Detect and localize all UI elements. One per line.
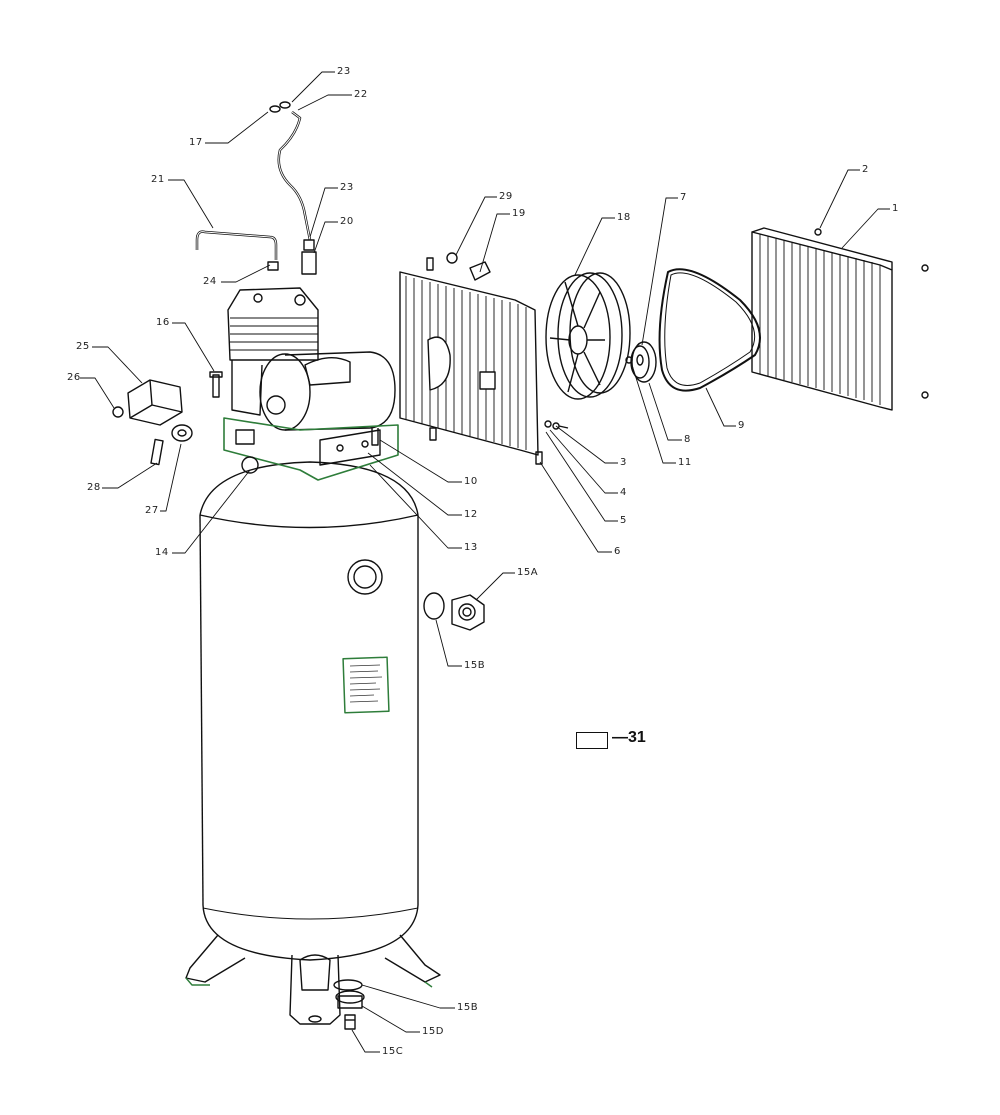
pressure-switch	[112, 379, 193, 466]
callout-23-mid: 23	[340, 182, 354, 193]
unloader-tube	[195, 230, 279, 271]
callout-27: 27	[145, 505, 159, 516]
callout-1: 1	[892, 203, 899, 214]
callout-15C: 15C	[382, 1046, 404, 1057]
belt-guard-front	[751, 227, 929, 411]
callout-28: 28	[87, 482, 101, 493]
drain-parts	[333, 979, 365, 1030]
callout-20: 20	[340, 216, 354, 227]
callout-4: 4	[620, 487, 627, 498]
leader-lines	[80, 71, 890, 1053]
hardware-3-4-5	[544, 420, 569, 430]
callout-9: 9	[738, 420, 745, 431]
callout-3: 3	[620, 457, 627, 468]
callout-19: 19	[512, 208, 526, 219]
callout-15B-bottom: 15B	[457, 1002, 479, 1013]
air-tank	[199, 461, 419, 961]
discharge-tube	[269, 101, 317, 275]
port-fittings	[423, 592, 485, 631]
callout-16: 16	[156, 317, 170, 328]
legend-label-31: —31	[612, 729, 646, 746]
callout-15D: 15D	[422, 1026, 444, 1037]
v-belt	[658, 268, 761, 392]
tank-legs	[185, 934, 441, 1025]
callout-12: 12	[464, 509, 478, 520]
motor-pulley	[625, 341, 657, 383]
callout-25: 25	[76, 341, 90, 352]
callout-2: 2	[862, 164, 869, 175]
dipstick	[371, 428, 379, 446]
callout-17: 17	[189, 137, 203, 148]
callout-26: 26	[67, 372, 81, 383]
callout-29: 29	[499, 191, 513, 202]
callout-15B-top: 15B	[464, 660, 486, 671]
callout-24: 24	[203, 276, 217, 287]
callout-11: 11	[678, 457, 692, 468]
callout-5: 5	[620, 515, 627, 526]
callout-13: 13	[464, 542, 478, 553]
callout-23-top: 23	[337, 66, 351, 77]
legend-box-31	[576, 732, 608, 749]
callout-6: 6	[614, 546, 621, 557]
callout-8: 8	[684, 434, 691, 445]
callout-14: 14	[155, 547, 169, 558]
belt-guard-back	[399, 252, 543, 465]
flywheel	[545, 272, 631, 400]
callout-10: 10	[464, 476, 478, 487]
callout-21: 21	[151, 174, 165, 185]
pump-assembly	[223, 287, 399, 481]
callout-18: 18	[617, 212, 631, 223]
callout-15A: 15A	[517, 567, 539, 578]
bolt-16	[209, 371, 223, 398]
callout-22: 22	[354, 89, 368, 100]
callout-7: 7	[680, 192, 687, 203]
nameplate	[342, 656, 390, 714]
